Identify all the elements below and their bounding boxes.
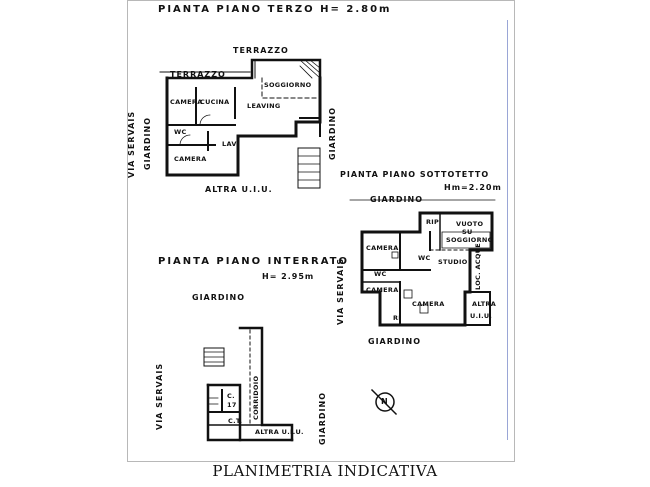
north-arrow-icon [370, 388, 398, 416]
plan-terzo-walls [159, 58, 322, 189]
room-label-camera: CAMERA [170, 98, 203, 106]
room-label-leaving: LEAVING [247, 102, 281, 110]
garden-label-left: GIARDINO [143, 116, 152, 170]
room-label-camera-b: CAMERA [366, 286, 399, 294]
room-label-cucina: CUCINA [200, 98, 230, 106]
room-label-cantina: C. [227, 392, 235, 400]
label-altra-uiu-interrato: ALTRA U.I.U. [255, 428, 304, 436]
room-label-camera-2: CAMERA [174, 155, 207, 163]
drawing-caption: PLANIMETRIA INDICATIVA [212, 462, 438, 480]
plan-title-terzo: PIANTA PIANO TERZO H= 2.80m [158, 4, 392, 15]
garden-label-right: GIARDINO [328, 106, 337, 160]
room-label-camera-a: CAMERA [366, 244, 399, 252]
room-label-vuoto-1: VUOTO [456, 220, 484, 228]
garden-label-top: GIARDINO [370, 195, 424, 204]
label-altra-uiu: ALTRA U.I.U. [205, 185, 273, 194]
plan-height-sottotetto: Hm=2.20m [444, 183, 502, 192]
room-label-terrazzo-left: TERRAZZO [170, 70, 226, 79]
street-label-via-servais-3: VIA SERVAIS [155, 362, 164, 430]
plan-height-interrato: H= 2.95m [262, 272, 315, 281]
room-label-camera-c: CAMERA [412, 300, 445, 308]
room-label-loc-acque: LOC. ACQUE [474, 243, 482, 290]
street-label-via-servais: VIA SERVAIS [127, 110, 136, 178]
north-letter: N [381, 397, 388, 406]
room-label-corridoio: CORRIDOIO [252, 375, 260, 420]
room-label-soggiorno: SOGGIORNO [264, 81, 312, 89]
room-label-rip: RIP [426, 218, 440, 226]
room-label-lav: LAV [222, 140, 237, 148]
label-altra-1: ALTRA [472, 300, 497, 308]
room-label-wc-b: WC [374, 270, 387, 278]
dimension-line [507, 20, 508, 440]
plan-interrato-walls [203, 326, 294, 442]
room-label-vuoto-2: SU [462, 228, 473, 236]
plan-title-sottotetto: PIANTA PIANO SOTTOTETTO [340, 170, 490, 179]
room-label-studio: STUDIO [438, 258, 468, 266]
room-label-terrazzo-top: TERRAZZO [233, 46, 289, 55]
garden-label-bottom: GIARDINO [368, 337, 422, 346]
garden-label-interrato-right: GIARDINO [318, 391, 327, 445]
plan-title-interrato: PIANTA PIANO INTERRATO [158, 256, 349, 267]
room-label-ct: C.T. [228, 417, 243, 425]
room-label-wc: WC [174, 128, 187, 136]
plan-sottotetto-walls [349, 199, 496, 327]
room-label-ri: RI [393, 314, 402, 322]
room-label-wc-a: WC [418, 254, 431, 262]
garden-label-interrato-top: GIARDINO [192, 293, 246, 302]
room-label-cantina-num: 17 [227, 401, 237, 409]
room-label-vuoto-3: SOGGIORNO [446, 236, 494, 244]
drawing-sheet-border [127, 0, 515, 462]
label-altra-2: U.I.U. [470, 312, 493, 320]
street-label-via-servais-2: VIA SERVAIS [336, 257, 345, 325]
